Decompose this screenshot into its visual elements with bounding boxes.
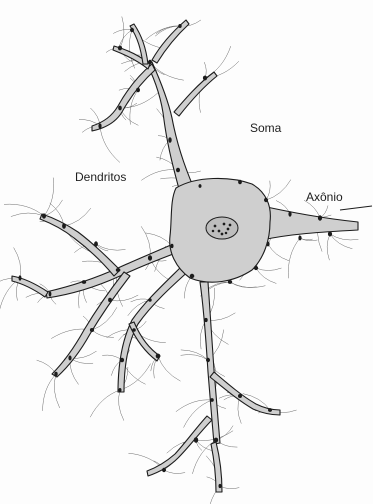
spine — [148, 298, 151, 302]
fibre — [256, 268, 282, 271]
fibre — [205, 46, 231, 78]
spine — [168, 137, 171, 143]
axon-label: Axônio — [306, 190, 343, 204]
fibre — [220, 486, 239, 489]
spine — [19, 275, 22, 280]
fibre — [158, 356, 181, 381]
spine — [238, 394, 242, 398]
spine — [120, 358, 124, 363]
spine — [98, 123, 101, 128]
spine — [162, 468, 166, 472]
spine — [118, 46, 122, 51]
spine — [118, 106, 122, 111]
fibre — [129, 30, 134, 68]
spine — [54, 372, 57, 376]
spine — [82, 280, 86, 284]
spine — [176, 168, 180, 173]
spine — [62, 223, 66, 229]
upper-dendrite-side — [174, 72, 217, 116]
spine — [328, 232, 332, 237]
spine — [288, 211, 291, 216]
fibre — [54, 374, 59, 408]
soma-label: Soma — [250, 121, 281, 135]
fibre — [96, 244, 126, 250]
lower-left-dendrite — [118, 262, 192, 392]
fibre — [100, 126, 120, 163]
spine — [318, 215, 322, 220]
fibre — [300, 238, 317, 241]
fibre — [164, 470, 185, 474]
fibre — [11, 213, 44, 216]
fibre — [204, 62, 206, 78]
spine — [266, 242, 269, 247]
spine — [206, 358, 210, 362]
fibre — [141, 226, 150, 258]
spine — [228, 280, 232, 284]
spine — [49, 291, 52, 296]
fibre — [327, 234, 330, 260]
spine — [156, 354, 161, 359]
fibre — [14, 248, 21, 279]
fibre — [44, 200, 63, 216]
fibre — [230, 282, 265, 287]
upper-dendrite-trunk — [147, 62, 198, 200]
left-dendrite-outer — [12, 276, 48, 297]
spine — [194, 437, 198, 443]
dendrites-label: Dendritos — [75, 170, 126, 184]
axon-shaft — [262, 206, 358, 240]
spine — [190, 274, 195, 278]
fibre — [43, 374, 56, 411]
fibre — [300, 238, 313, 240]
fibre — [64, 208, 91, 226]
neuron-body — [12, 20, 358, 492]
spine — [219, 484, 222, 488]
fibre — [268, 244, 289, 261]
spine — [238, 180, 242, 185]
spine — [268, 408, 272, 412]
fibre — [37, 360, 56, 374]
left-dendrite-upper — [40, 214, 120, 276]
spine — [116, 268, 120, 272]
spine — [264, 198, 268, 202]
spine — [203, 76, 207, 81]
spine — [108, 298, 112, 302]
fibre — [0, 278, 20, 312]
spine — [254, 266, 258, 270]
spine — [178, 24, 181, 28]
fibre — [266, 181, 270, 200]
spine — [130, 28, 134, 32]
spine — [210, 398, 214, 402]
fibre — [141, 170, 178, 181]
spine — [199, 184, 202, 188]
spine — [204, 318, 207, 322]
fibre — [90, 390, 120, 417]
axon-pointer — [340, 206, 372, 210]
fibre — [176, 400, 212, 412]
fibre — [119, 390, 124, 421]
spine — [42, 213, 46, 218]
spine — [214, 438, 218, 443]
fibre — [44, 178, 54, 216]
fibre — [184, 276, 192, 298]
spine — [132, 328, 136, 332]
fibre — [113, 29, 132, 33]
spine — [171, 244, 174, 248]
upper-dendrite-left-branch — [92, 64, 155, 131]
spine — [148, 255, 152, 260]
spine — [298, 236, 301, 241]
fibre — [92, 330, 114, 337]
spine — [119, 388, 122, 392]
spine — [136, 88, 140, 93]
spine — [90, 328, 94, 332]
spine — [94, 241, 98, 246]
nucleus — [206, 217, 238, 239]
fibre — [102, 355, 122, 360]
spine — [68, 356, 71, 361]
fibre — [288, 238, 300, 278]
spine — [148, 60, 152, 64]
fibre — [181, 355, 208, 360]
